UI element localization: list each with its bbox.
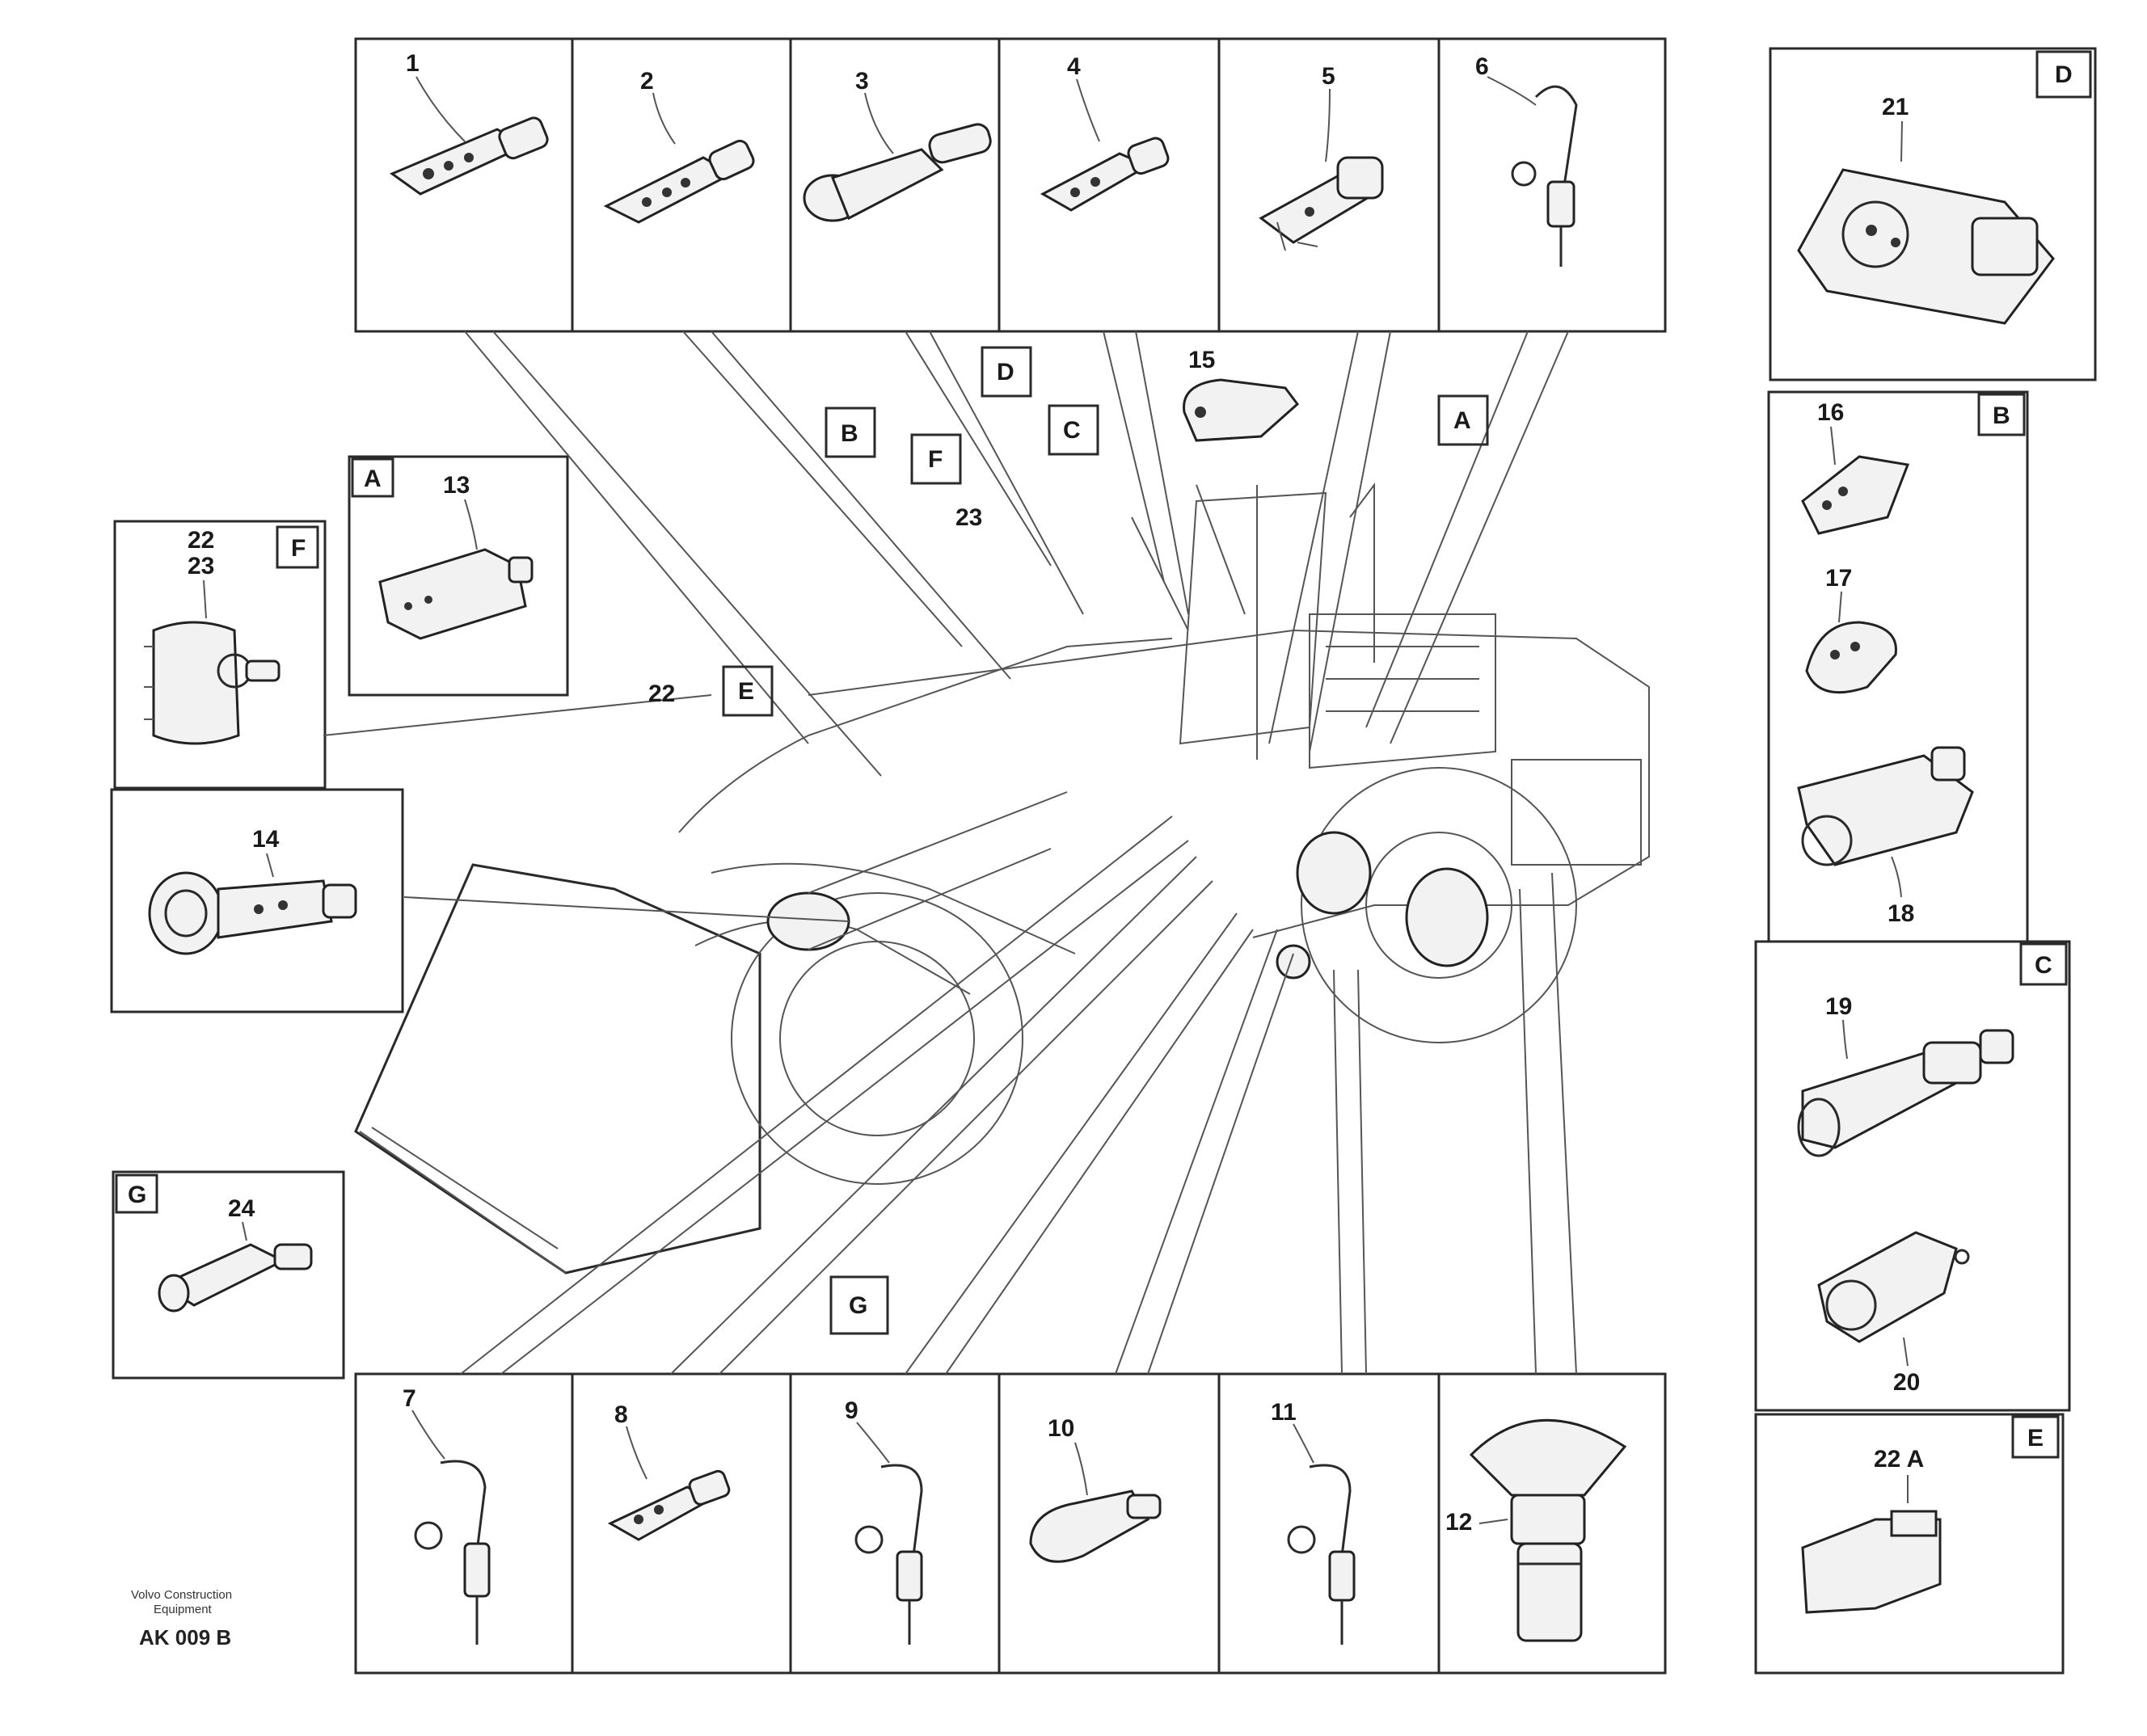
part-label-16: 16 — [1817, 399, 1844, 426]
sensor-part-10-icon — [1029, 1490, 1162, 1563]
relay-part-21-icon — [1797, 168, 2055, 325]
footer-line-1: Volvo Construction — [131, 1588, 232, 1602]
part-label-5: 5 — [1322, 63, 1335, 90]
svg-text:B: B — [841, 420, 858, 447]
part-label-11: 11 — [1271, 1399, 1297, 1426]
part-label-6: 6 — [1475, 53, 1489, 80]
footer: Volvo Construction Equipment AK 009 B — [131, 1588, 232, 1650]
part-label-19: 19 — [1825, 993, 1852, 1020]
leader-lines — [323, 331, 1577, 1375]
right-c-letter: C — [2035, 952, 2052, 979]
right-panel-b: B 16 17 18 — [1767, 390, 2029, 943]
right-panel-c: C 19 20 — [1754, 940, 2071, 1412]
sensor-part-8-icon — [607, 1469, 731, 1541]
callout-g: G — [829, 1275, 889, 1335]
svg-text:C: C — [1063, 417, 1081, 444]
part-label-9: 9 — [845, 1397, 858, 1424]
part-label-24: 24 — [228, 1195, 255, 1222]
sensor-part-24-icon — [158, 1243, 313, 1313]
sensor-part-19-icon — [1797, 1029, 2014, 1157]
part-label-2: 2 — [640, 68, 654, 95]
right-panel-e: E 22 A — [1754, 1413, 2065, 1675]
part-label-1: 1 — [406, 50, 420, 77]
sensor-part-3-icon — [803, 123, 992, 222]
left-panel-a: A 13 — [348, 455, 569, 697]
callout-f: F — [910, 433, 962, 485]
sensor-part-6-icon — [1511, 85, 1578, 267]
sensor-part-18-icon — [1797, 746, 1974, 866]
svg-text:F: F — [928, 446, 943, 473]
part-label-10: 10 — [1048, 1415, 1074, 1442]
part-label-7: 7 — [403, 1385, 416, 1412]
part-label-15: 15 — [1188, 347, 1215, 373]
footer-line-2: Equipment — [154, 1603, 213, 1616]
left-panel-f: F 22 23 — [113, 520, 327, 790]
temp-sender-9-icon — [854, 1464, 923, 1645]
top-panel-row: 1 2 3 4 5 — [354, 37, 1667, 333]
part-label-22-center: 22 — [648, 680, 675, 707]
switch-part-13-icon — [378, 548, 534, 640]
part-label-23-center: 23 — [955, 504, 982, 531]
part-label-22a: 22 A — [1874, 1446, 1924, 1473]
sensor-part-16-icon — [1801, 455, 1910, 535]
left-g-letter: G — [128, 1182, 146, 1208]
svg-text:D: D — [997, 359, 1014, 386]
part-label-8: 8 — [614, 1401, 628, 1428]
machine-outline — [354, 482, 1650, 1275]
right-e-letter: E — [2027, 1425, 2044, 1452]
part-label-17: 17 — [1825, 565, 1852, 592]
left-f-letter: F — [291, 535, 306, 562]
drawing-reference: AK 009 B — [139, 1625, 231, 1650]
sensor-part-20-icon — [1817, 1231, 1970, 1343]
sensor-part-12-icon — [1469, 1418, 1627, 1642]
right-b-letter: B — [1993, 402, 2010, 429]
part-label-18: 18 — [1888, 900, 1914, 927]
left-panel-14: 14 — [110, 788, 404, 1013]
sensor-part-5-icon — [1259, 156, 1384, 251]
sensor-part-4-icon — [1040, 137, 1170, 212]
svg-text:A: A — [1453, 407, 1471, 434]
callout-c: C — [1048, 404, 1099, 456]
sensor-part-17-icon — [1805, 621, 1897, 694]
part-label-13: 13 — [443, 472, 470, 499]
sensor-part-15-icon — [1183, 378, 1300, 442]
right-panel-top: D 21 — [1769, 47, 2097, 381]
temp-sender-7-icon — [414, 1460, 491, 1645]
bottom-panel-row: 7 8 9 10 — [354, 1372, 1667, 1675]
svg-text:E: E — [738, 678, 754, 705]
part-label-23-left: 23 — [188, 553, 214, 579]
callout-b: B — [825, 407, 876, 458]
callout-a: A — [1437, 394, 1489, 446]
right-top-letter: D — [2055, 61, 2073, 88]
callout-e: E — [722, 665, 774, 717]
part-label-4: 4 — [1067, 53, 1081, 80]
callout-d: D — [981, 346, 1032, 398]
connector-part-22a-icon — [1801, 1510, 1942, 1614]
part-label-22-left: 22 — [188, 527, 214, 554]
temp-sender-11-icon — [1287, 1464, 1356, 1645]
part-label-21: 21 — [1882, 94, 1909, 120]
sensor-part-14-icon — [148, 871, 357, 955]
svg-text:G: G — [849, 1292, 867, 1319]
left-a-letter: A — [364, 466, 382, 492]
switch-part-23-icon — [144, 621, 281, 745]
part-label-20: 20 — [1893, 1369, 1920, 1396]
sensor-part-2-icon — [603, 139, 755, 224]
part-label-3: 3 — [855, 68, 869, 95]
sensor-part-1-icon — [389, 116, 549, 196]
part-label-14: 14 — [252, 826, 280, 853]
left-panel-g: G 24 — [112, 1170, 345, 1380]
part-label-12: 12 — [1445, 1509, 1472, 1536]
